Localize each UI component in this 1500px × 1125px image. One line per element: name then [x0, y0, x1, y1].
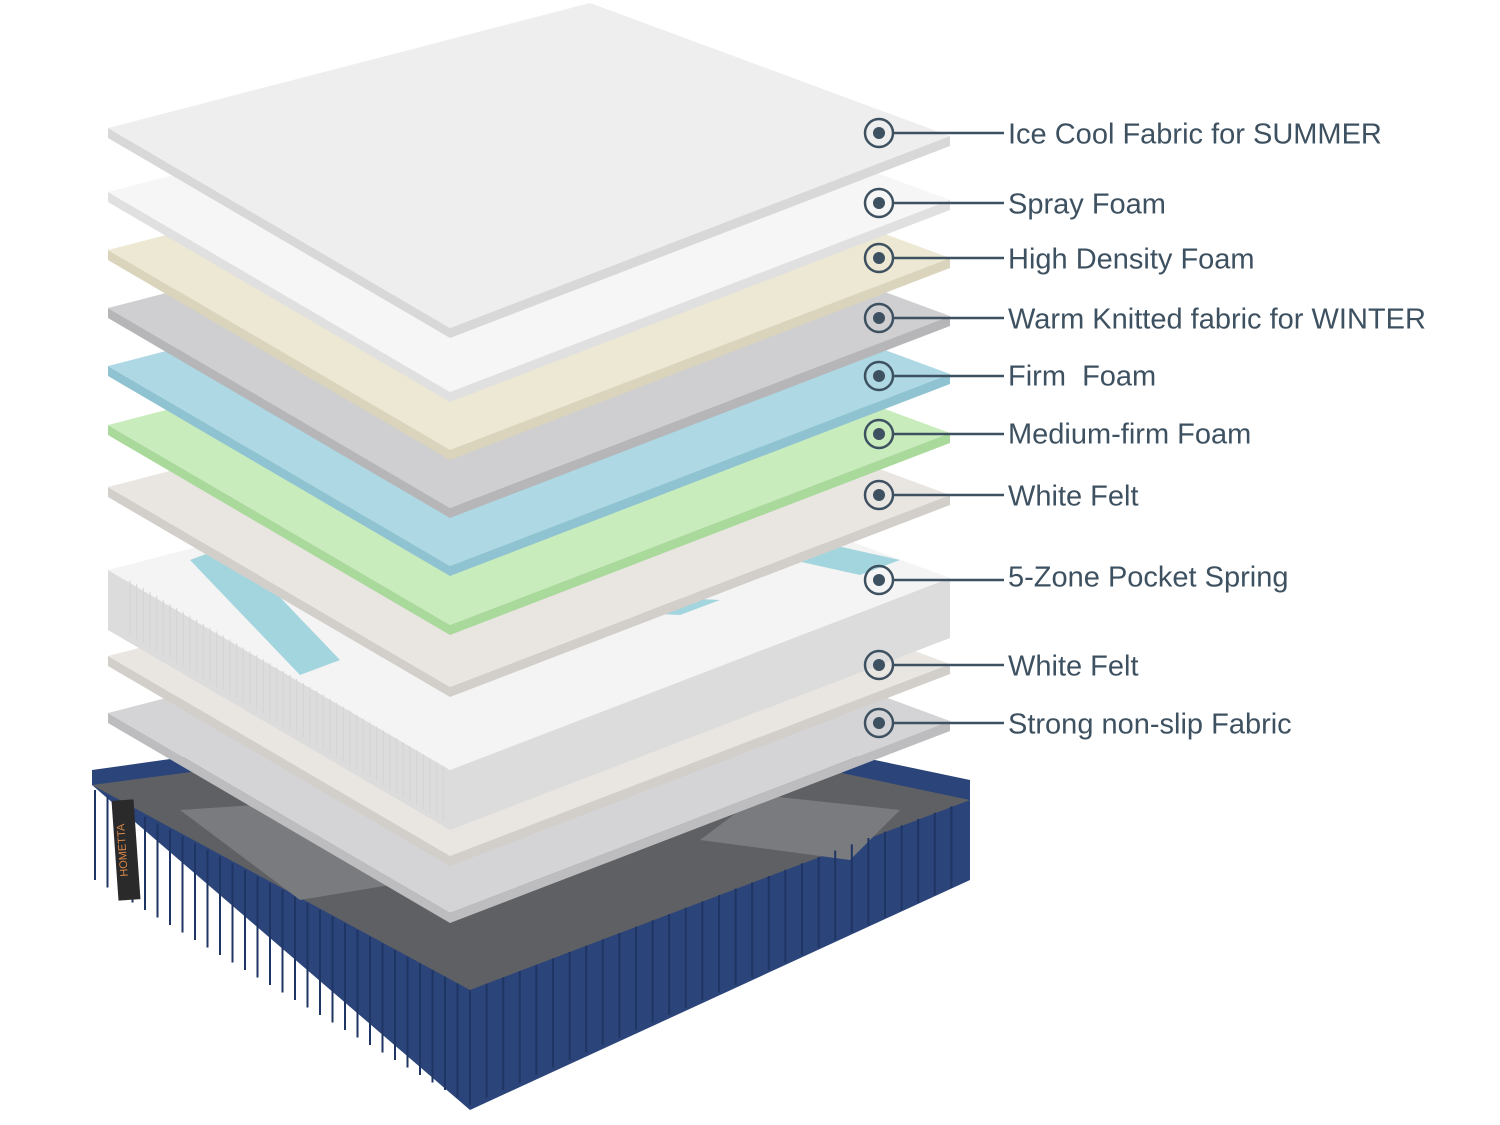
layer-label: Medium-firm Foam — [1008, 418, 1252, 451]
callout-marker-icon — [863, 117, 1004, 149]
callout-marker-icon — [863, 187, 1004, 219]
layer-label: White Felt — [1008, 480, 1139, 513]
callout-marker-icon — [863, 242, 1004, 274]
layer-label: Strong non-slip Fabric — [1008, 708, 1292, 741]
layer-label: Ice Cool Fabric for SUMMER — [1008, 118, 1382, 151]
brand-label-tag — [111, 799, 141, 901]
layer-0 — [108, 3, 950, 338]
brand-logo: HOMETTA — [115, 823, 131, 877]
callout-marker-icon — [863, 649, 1004, 681]
callout-marker-icon — [863, 418, 1004, 450]
callout-marker-icon — [863, 564, 1004, 596]
layer-label: 5-Zone Pocket Spring — [1008, 561, 1289, 594]
layer-label: White Felt — [1008, 650, 1139, 683]
layer-label: Warm Knitted fabric for WINTER — [1008, 303, 1426, 336]
layer-label: High Density Foam — [1008, 243, 1255, 276]
callout-marker-icon — [863, 479, 1004, 511]
layer-label: Spray Foam — [1008, 188, 1166, 221]
callout-marker-icon — [863, 360, 1004, 392]
layer-label: Firm Foam — [1008, 360, 1157, 393]
callout-marker-icon — [863, 302, 1004, 334]
callout-marker-icon — [863, 707, 1004, 739]
